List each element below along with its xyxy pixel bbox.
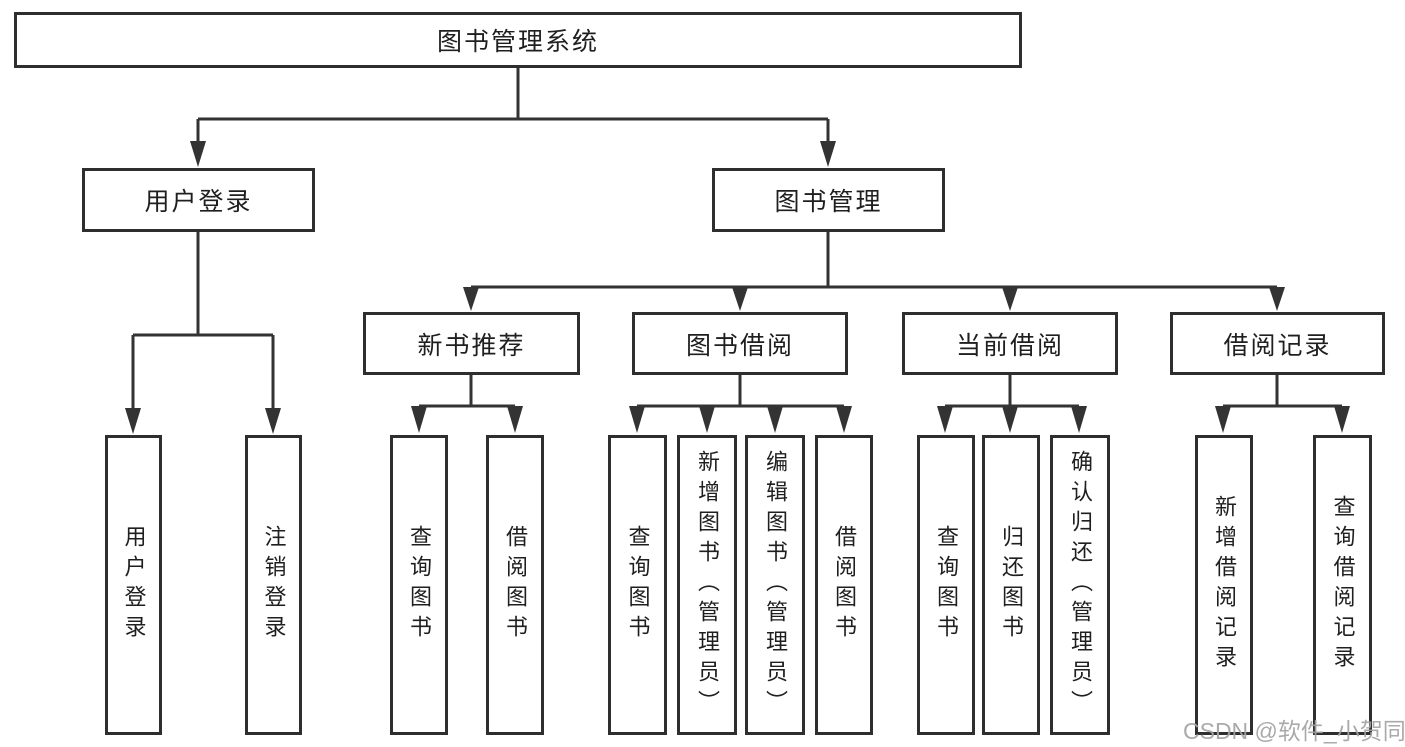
- connectors-root-to-level2: [190, 68, 836, 167]
- node-leaf-search-books-3: 查询图书: [917, 435, 975, 735]
- node-leaf-logout: 注销登录: [245, 435, 302, 735]
- node-leaf-return-books: 归还图书: [982, 435, 1040, 735]
- connectors-book-management-to-level3: [463, 232, 1285, 311]
- node-leaf-edit-books-admin: 编辑图书（管理员）: [745, 435, 805, 735]
- node-library-management-system: 图书管理系统: [14, 12, 1022, 68]
- node-leaf-search-books-1: 查询图书: [390, 435, 448, 735]
- node-leaf-add-borrow-record: 新增借阅记录: [1195, 435, 1253, 735]
- node-current-borrowing: 当前借阅: [902, 312, 1118, 375]
- node-leaf-confirm-return-admin: 确认归还（管理员）: [1050, 435, 1110, 735]
- connectors-level3-to-leaves: [411, 375, 1350, 433]
- node-leaf-borrow-books-1: 借阅图书: [486, 435, 544, 735]
- node-leaf-search-borrow-record: 查询借阅记录: [1313, 435, 1372, 735]
- node-book-management: 图书管理: [712, 168, 945, 232]
- node-leaf-search-books-2: 查询图书: [608, 435, 667, 735]
- watermark-text: CSDN @软件_小贺同学: [1183, 718, 1405, 744]
- node-leaf-borrow-books-2: 借阅图书: [815, 435, 873, 735]
- node-book-borrowing: 图书借阅: [632, 312, 848, 375]
- node-new-book-recommendation: 新书推荐: [363, 312, 580, 375]
- node-borrowing-records: 借阅记录: [1170, 312, 1385, 375]
- node-user-login: 用户登录: [82, 168, 315, 232]
- node-leaf-user-login: 用户登录: [105, 435, 162, 735]
- connectors-user-login-to-leaves: [125, 232, 281, 434]
- node-leaf-add-books-admin: 新增图书（管理员）: [677, 435, 737, 735]
